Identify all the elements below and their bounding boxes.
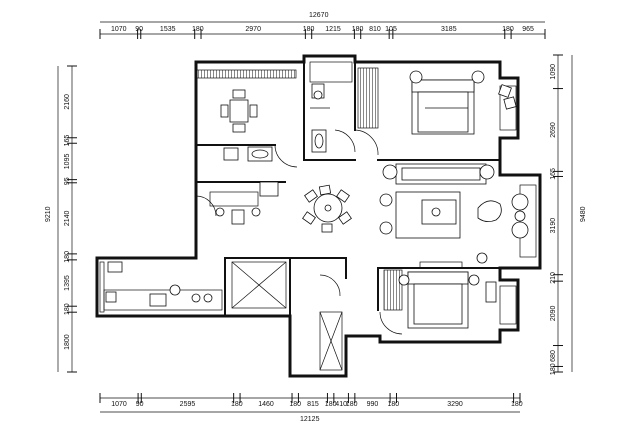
exterior-walls xyxy=(95,54,542,378)
top-dim-label: 1535 xyxy=(160,26,176,33)
top-dim-label: 180 xyxy=(502,26,514,33)
bottom-dim-label: 180 xyxy=(511,401,523,408)
left-dim-label: 165 xyxy=(64,135,71,147)
second-bedroom xyxy=(379,269,497,335)
bottom-dim-label: 180 xyxy=(325,401,337,408)
bottom-dim-label: 815 xyxy=(307,401,319,408)
bottom-dim-label: 180 xyxy=(289,401,301,408)
bottom-dim-label: 180 xyxy=(231,401,243,408)
left-dim-label: 1800 xyxy=(64,334,71,350)
shaft-x-icon xyxy=(319,311,343,371)
interior-walls xyxy=(195,61,501,317)
top-dim-label: 180 xyxy=(192,26,204,33)
left-dim-label: 1395 xyxy=(64,275,71,291)
left-dim-label: 95 xyxy=(64,177,71,185)
left-dim-label: 2160 xyxy=(64,94,71,110)
right-dim-label: 680 xyxy=(550,350,557,362)
stair-x-icon xyxy=(231,261,341,309)
master-bedroom xyxy=(354,67,517,156)
top-dim-label: 105 xyxy=(385,26,397,33)
top-dim-label: 1070 xyxy=(111,26,127,33)
door-arcs xyxy=(195,144,298,217)
left-dim-label: 1095 xyxy=(64,154,71,170)
right-dim-label: 180 xyxy=(550,363,557,375)
right-dim-label: 1090 xyxy=(550,64,557,80)
top-dim-label: 3185 xyxy=(441,26,457,33)
top-dim-label: 810 xyxy=(369,26,381,33)
top-dimension-chain: 12670 1070 90 1535 180 2970 180 1215 180 810 105 3… xyxy=(99,12,546,39)
top-dim-label: 2970 xyxy=(245,26,261,33)
top-dim-label: 965 xyxy=(522,26,534,33)
right-dim-label: 2690 xyxy=(550,122,557,138)
wash-area xyxy=(209,146,279,225)
left-dimension-chain: 9210 2160 165 1095 95 2140 180 1395 180 1800 xyxy=(45,65,77,373)
top-dim-label: 1215 xyxy=(325,26,341,33)
round-dining-table-icon xyxy=(302,184,352,233)
right-total-dim: 9480 xyxy=(580,206,587,222)
bottom-dim-label: 1460 xyxy=(258,401,274,408)
tv-cabinet xyxy=(419,252,488,269)
bottom-dim-label: 410 xyxy=(335,401,347,408)
left-dim-label: 2140 xyxy=(64,210,71,226)
bottom-total-dim: 12125 xyxy=(300,416,320,423)
bottom-dim-label: 3290 xyxy=(447,401,463,408)
bottom-dim-label: 1070 xyxy=(111,401,127,408)
bottom-dim-label: 180 xyxy=(387,401,399,408)
kitchen-counter xyxy=(103,261,223,311)
top-dim-label: 180 xyxy=(303,26,315,33)
left-dim-label: 180 xyxy=(64,251,71,263)
bottom-dim-label: 180 xyxy=(346,401,358,408)
sofa-icon xyxy=(379,163,529,239)
right-dim-label: 3190 xyxy=(550,218,557,234)
bottom-dim-label: 90 xyxy=(136,401,144,408)
right-dim-label: 210 xyxy=(550,272,557,284)
right-dim-label: 165 xyxy=(550,168,557,180)
bottom-dim-label: 990 xyxy=(367,401,379,408)
top-total-dim: 12670 xyxy=(309,12,329,19)
left-total-dim: 9210 xyxy=(45,206,52,222)
bottom-dim-label: 2595 xyxy=(180,401,196,408)
dining-table-north xyxy=(220,89,258,133)
top-dim-label: 180 xyxy=(352,26,364,33)
top-dim-label: 90 xyxy=(135,26,143,33)
right-dim-label: 2090 xyxy=(550,305,557,321)
left-dim-label: 180 xyxy=(64,303,71,315)
bathroom-fixtures xyxy=(309,61,356,153)
